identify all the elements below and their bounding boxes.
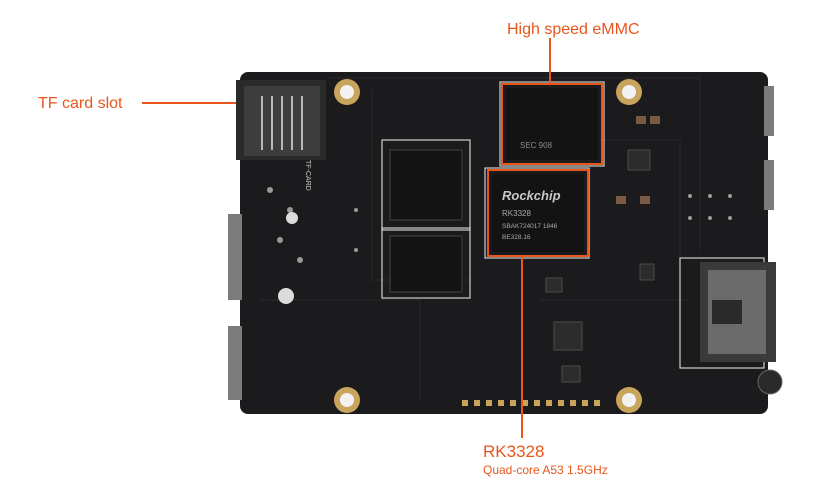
soc-description-label: Quad-core A53 1.5GHz	[483, 463, 608, 477]
pad-dots	[267, 187, 732, 263]
gpio-header	[462, 400, 600, 406]
left-usb-connector-1	[228, 214, 242, 300]
emmc-highlight-box	[501, 83, 603, 165]
mounting-holes	[334, 79, 642, 413]
tf-card-slot: TF-CARD	[236, 80, 326, 191]
soc-model: RK3328	[502, 209, 531, 218]
test-pad-2	[286, 212, 298, 224]
soc-code-1: SBAK724017 1846	[502, 223, 558, 230]
audio-jack	[757, 369, 783, 395]
left-usb-connector-2	[228, 326, 242, 400]
soc-chip	[492, 174, 584, 252]
soc-name-label: RK3328	[483, 442, 545, 461]
ethernet-port	[700, 262, 776, 362]
emmc-chip	[506, 88, 598, 160]
ram-chip-2	[389, 235, 463, 293]
emmc-label: High speed eMMC	[507, 21, 640, 38]
tf-card-slot-label: TF card slot	[38, 95, 123, 112]
pcb-traces	[260, 77, 701, 400]
passive-components	[616, 116, 660, 204]
test-pad-1	[278, 288, 294, 304]
soc-code-2: BE328.16	[502, 234, 531, 241]
right-connector-top	[764, 86, 774, 136]
soc-highlight-box	[487, 169, 589, 257]
small-components	[545, 149, 655, 383]
soc-brand: Rockchip	[502, 188, 561, 203]
emmc-chip-marking: SEC 908	[520, 141, 553, 150]
ram-chip-1	[389, 149, 463, 221]
tf-card-silk-text: TF-CARD	[304, 160, 311, 191]
right-connector-mid	[764, 160, 774, 210]
